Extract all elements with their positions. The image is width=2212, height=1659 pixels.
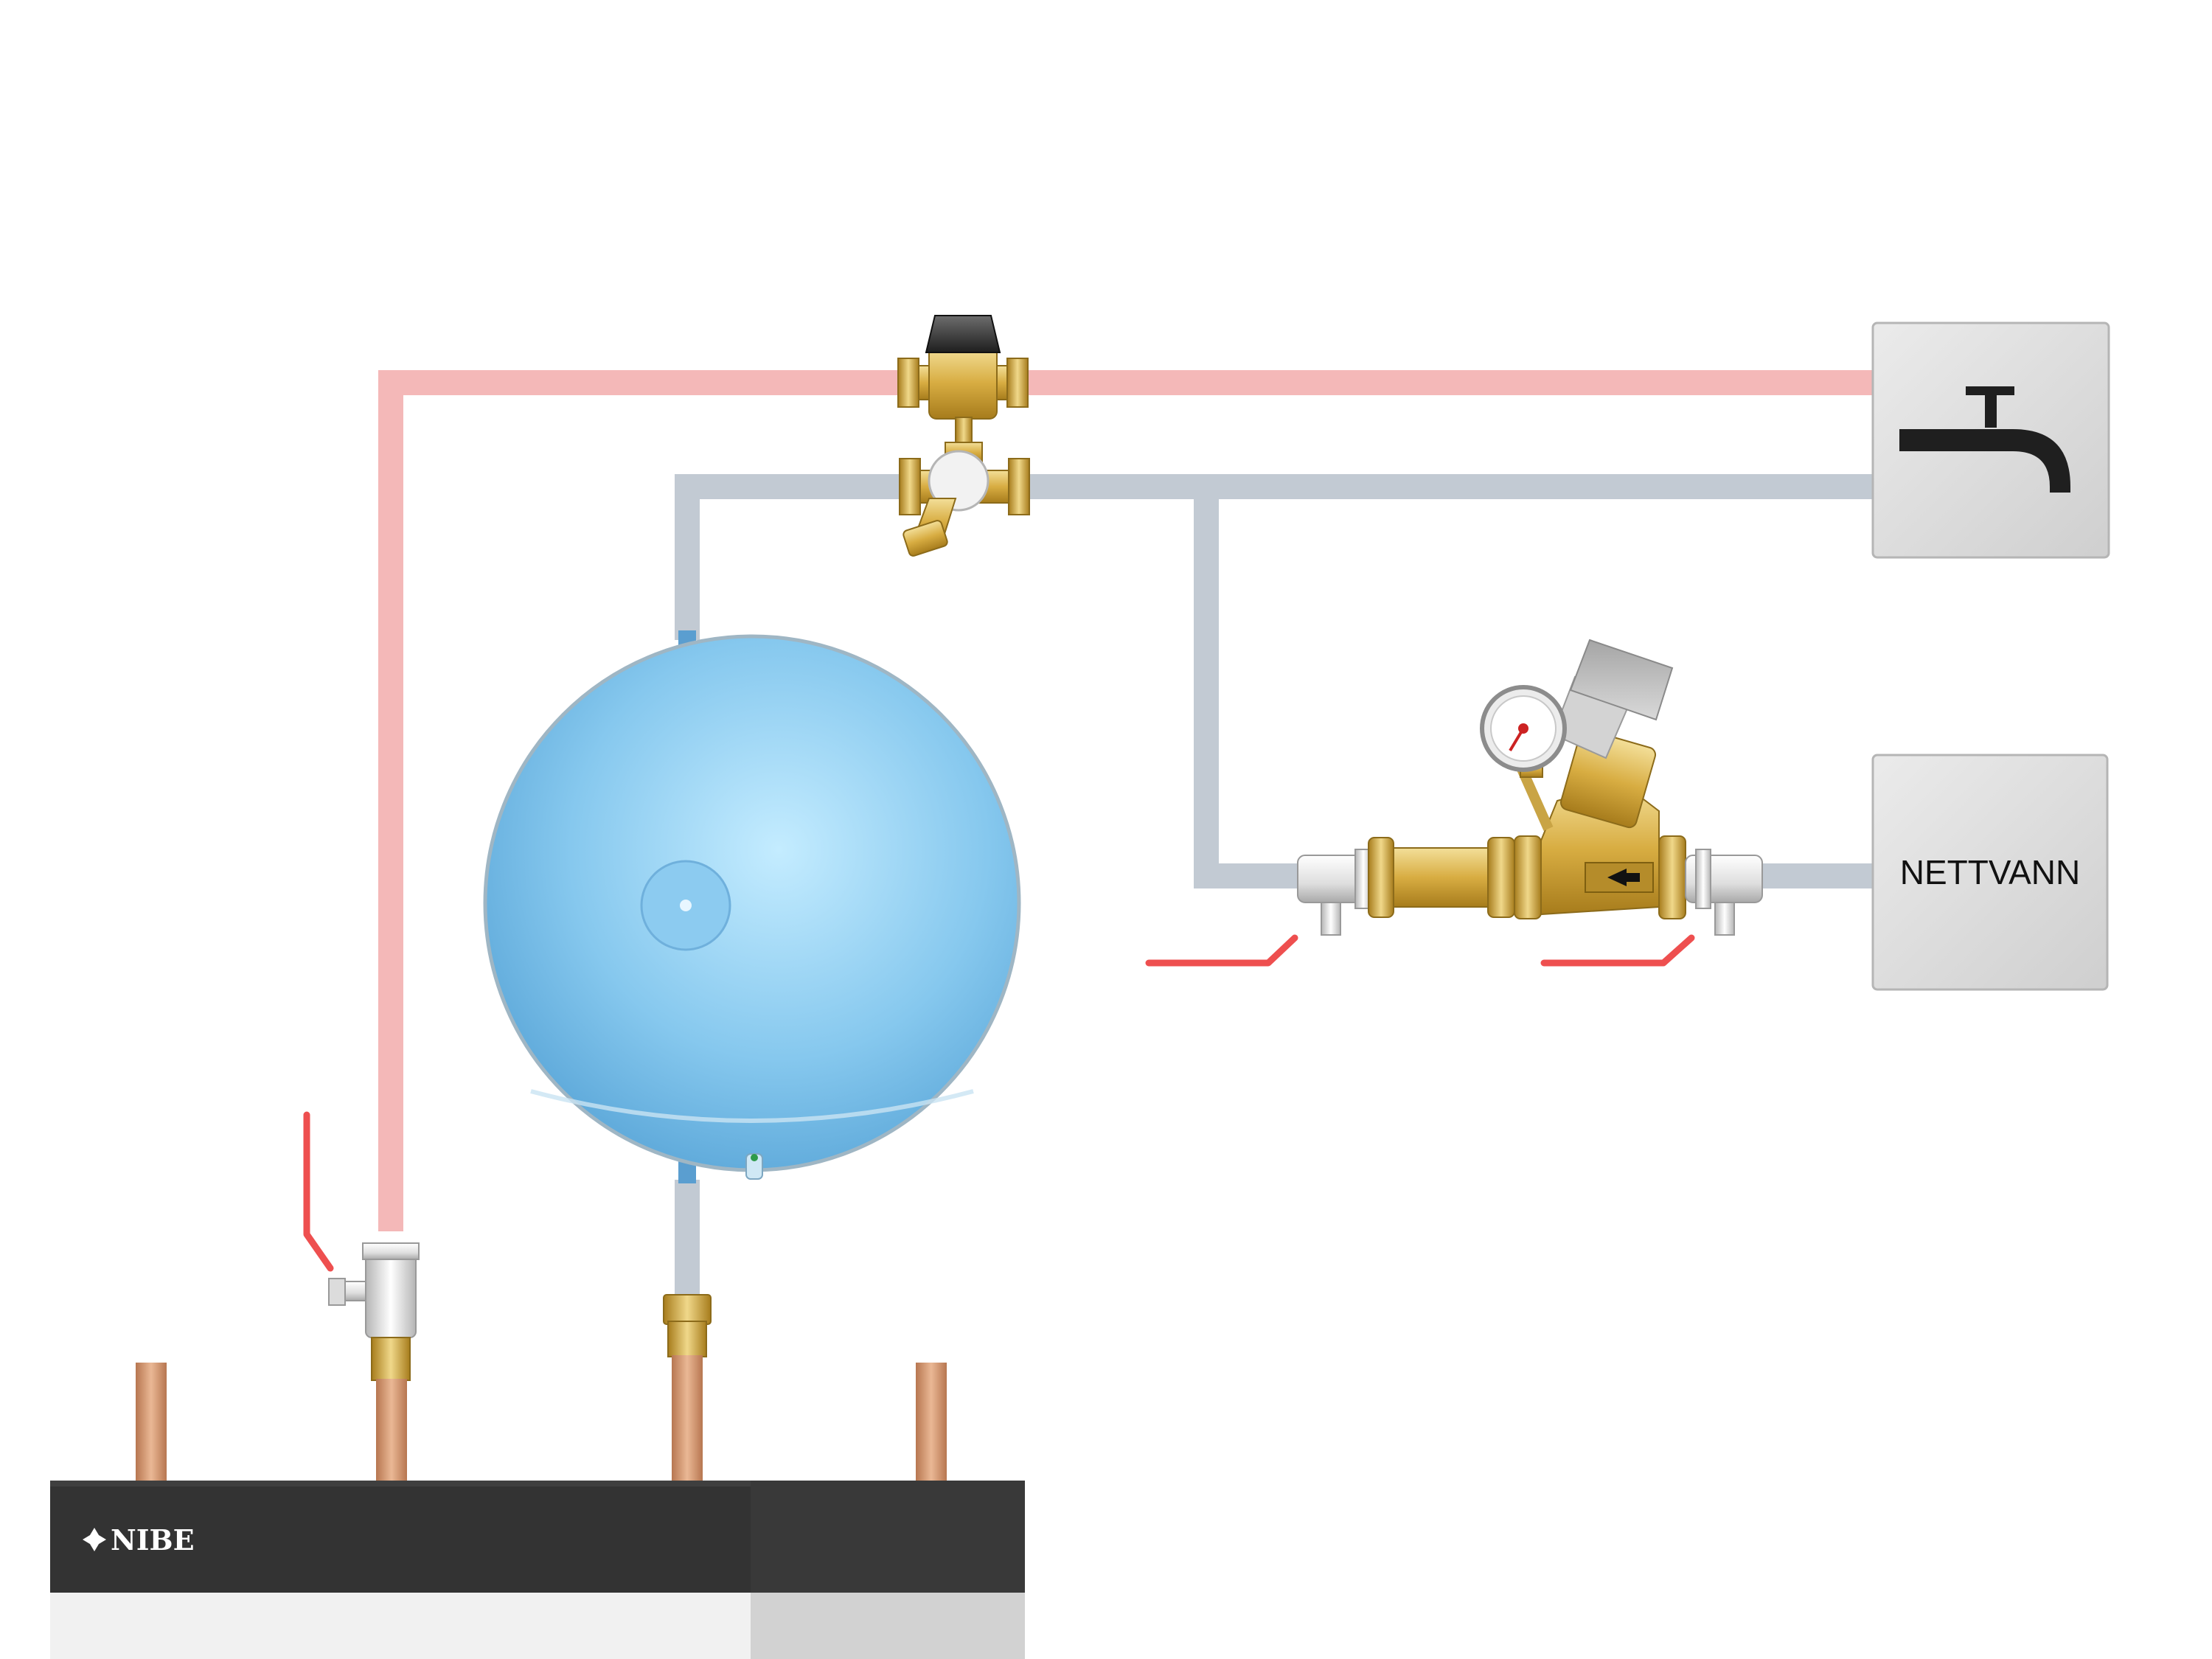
cold-water-pipe [675, 474, 1873, 1298]
cold-brass-connector [663, 1294, 712, 1357]
mains-water-box: NETTVANN [1871, 754, 2109, 991]
ball-valve-left[interactable] [1145, 849, 1372, 967]
pressure-reducing-valve[interactable] [1514, 639, 1686, 919]
mains-water-label: NETTVANN [1900, 853, 2081, 891]
heat-pump-unit: NIBE [50, 1481, 1025, 1659]
brand-logo: NIBE [111, 1523, 195, 1557]
hot-water-pipe [378, 370, 1873, 1231]
ball-valve-hot[interactable] [303, 1111, 420, 1338]
mixing-valve[interactable] [897, 315, 1029, 464]
cold-tee-fitting [899, 450, 1030, 557]
brass-coupling [1368, 837, 1515, 918]
pressure-gauge [1480, 685, 1567, 772]
copper-stubs [136, 1355, 947, 1484]
hot-water-outlet-box [1871, 321, 2110, 559]
hot-brass-connector [371, 1337, 411, 1381]
ball-valve-right[interactable] [1540, 849, 1763, 967]
faucet-icon [1899, 386, 2070, 493]
nibe-star-icon [83, 1528, 106, 1551]
expansion-tank [483, 630, 1021, 1183]
